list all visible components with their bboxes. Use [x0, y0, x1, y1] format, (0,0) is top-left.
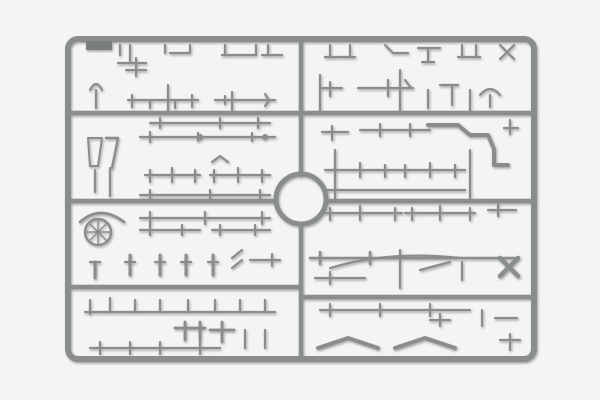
parts-lower-right: [308, 248, 521, 290]
parts-top-right: [318, 43, 516, 115]
parts-middle-right: [320, 118, 520, 222]
parts-middle-left: [87, 116, 277, 202]
sprue-tab: [86, 41, 112, 50]
parts-top-left: [88, 43, 284, 115]
parts-lower-left: [78, 210, 282, 280]
parts-bottom-left: [83, 296, 277, 356]
central-ring: [273, 171, 329, 227]
parts-bottom-right: [316, 302, 522, 352]
